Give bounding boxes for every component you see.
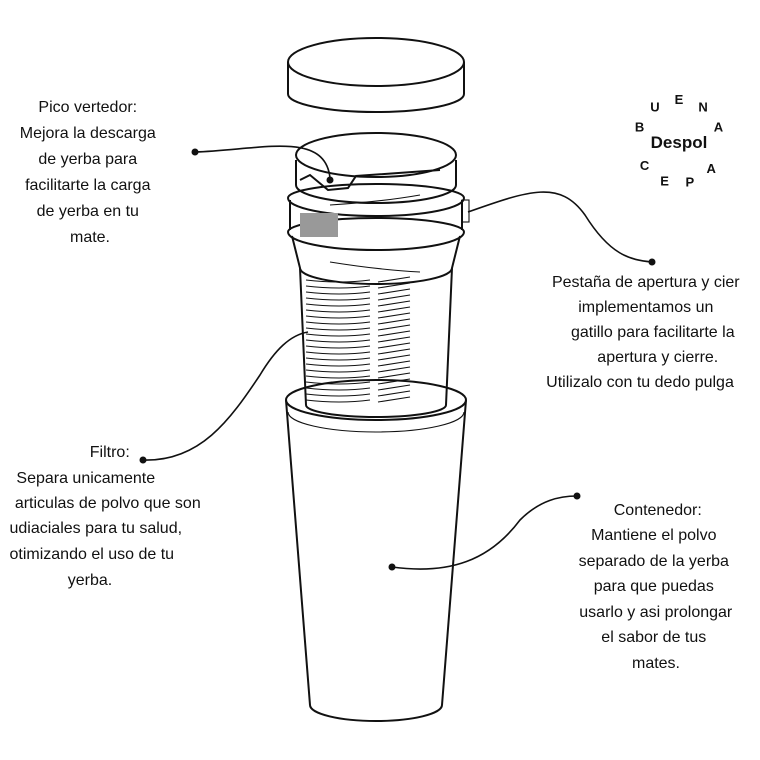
leader-filtro [142,331,309,461]
filter [299,267,453,418]
filter-thread [377,360,411,367]
logo-ring-letter: U [650,100,659,115]
filter-thread [305,303,371,307]
container [285,379,467,722]
logo-ring-letter: E [675,92,684,107]
filter-thread [305,393,371,397]
filter-thread [305,369,371,373]
leader-contenedor [391,495,578,570]
leader-pico [194,145,331,179]
filter-thread [377,318,411,325]
filter-thread [305,309,371,313]
filter-thread [377,330,411,337]
cap-unit [287,132,470,285]
lid [287,37,465,113]
filter-thread [305,333,371,337]
filter-thread [377,396,411,403]
filter-thread [305,297,371,301]
filter-thread [305,357,371,361]
filter-thread [377,336,411,343]
filter-thread [305,321,371,325]
filter-thread [377,276,411,283]
callout-contenedor-text: Contenedor: Mantiene el polvo separado d… [579,502,737,672]
logo-ring-letter: B [635,120,644,135]
callout-filtro-text: Filtro: Separa unicamente articulas de p… [9,444,205,589]
logo-ring-letter: N [698,100,707,115]
filter-thread [305,345,371,349]
filter-thread [305,351,371,355]
filter-thread [377,348,411,355]
filter-thread [377,312,411,319]
filter-thread [377,366,411,373]
filter-thread [305,315,371,319]
filter-thread [377,354,411,361]
filter-thread [305,363,371,367]
filter-thread [377,288,411,295]
opening-tab [461,199,470,223]
filter-thread [377,372,411,379]
logo-ring-letter: A [714,120,724,135]
filter-thread [377,300,411,307]
logo-ring-letter: P [686,175,695,190]
filter-thread [305,327,371,331]
callout-pico-text: Pico vertedor: Mejora la descarga de yer… [20,99,161,246]
filter-thread [377,390,411,397]
leader-pestana [467,191,653,263]
filter-thread [305,381,371,385]
filter-thread [305,339,371,343]
filter-thread [377,294,411,301]
cap-label-mark [300,213,338,237]
filter-thread [377,384,411,391]
callout-pestana-text: Pestaña de apertura y cier implementamos… [546,274,744,391]
filter-thread [377,342,411,349]
filter-thread [305,285,371,289]
filter-thread [377,306,411,313]
logo-ring-letter: C [640,158,650,173]
filter-thread [305,291,371,295]
logo-brand: Despol [651,133,708,152]
filter-thread [305,399,371,403]
filter-thread [305,375,371,379]
logo-ring-letter: A [706,161,716,176]
filter-thread [377,324,411,331]
filter-thread [305,387,371,391]
filter-thread [377,378,411,385]
logo-ring-letter: E [660,173,669,188]
